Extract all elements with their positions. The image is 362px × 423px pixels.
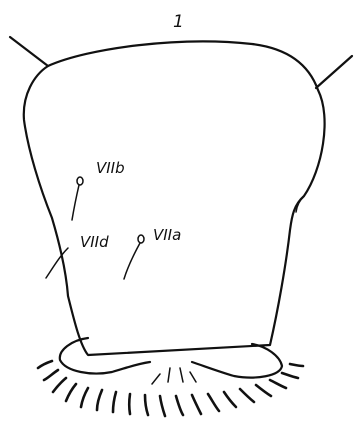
segment-outline [24, 41, 325, 355]
left-corner-spine [10, 37, 48, 66]
central-hairs [152, 368, 196, 384]
left-lower-lobe [60, 338, 150, 374]
label-viib: VIIb [96, 159, 125, 177]
figure-number: 1 [173, 12, 184, 32]
label-viid: VIId [80, 233, 109, 251]
label-viia: VIIa [153, 226, 181, 244]
seta-viia [124, 235, 144, 279]
seta-viib [72, 177, 83, 220]
right-corner-spine [316, 56, 352, 88]
